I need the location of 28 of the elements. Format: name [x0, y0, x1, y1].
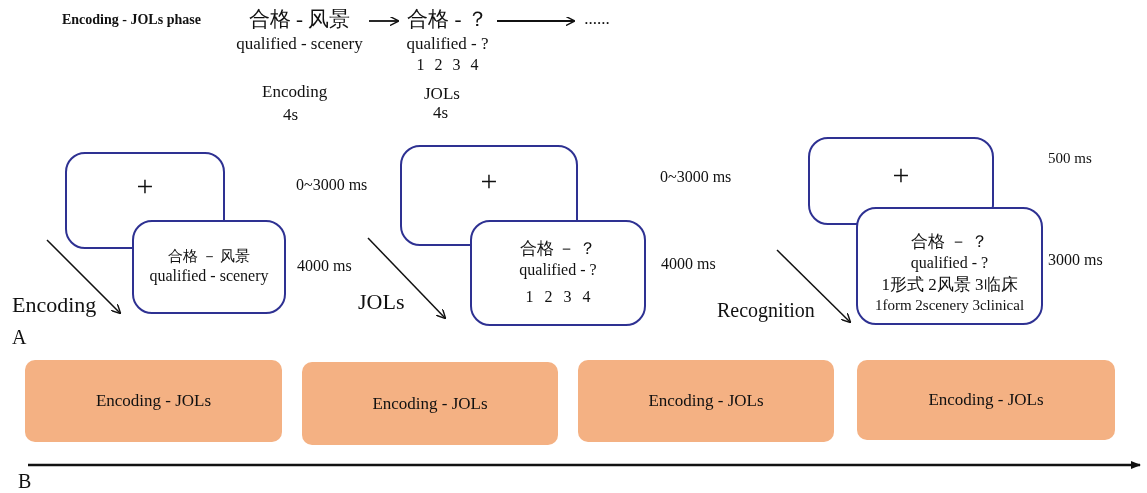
word-pair: 合格 - 风景 qualified - scenery [232, 6, 367, 60]
duration-label: 0~3000 ms [296, 176, 368, 194]
phase-box: Encoding - JOLs [25, 360, 282, 442]
duration-label: 4s [283, 105, 299, 125]
duration-label: 500 ms [1048, 150, 1092, 167]
phase-label: Encoding [262, 82, 328, 102]
phase-box: Encoding - JOLs [302, 362, 558, 445]
phase-box: Encoding - JOLs [857, 360, 1115, 440]
phase-label: Recognition [717, 299, 815, 322]
phase-label: JOLs [358, 289, 405, 315]
arrow [496, 15, 576, 27]
panel-letter: A [12, 326, 27, 349]
ellipsis: ...... [576, 8, 618, 32]
phase-label: JOLs [424, 84, 460, 104]
duration-label: 3000 ms [1048, 251, 1103, 269]
heading: Encoding - JOLs phase [62, 12, 201, 28]
duration-label: 4000 ms [661, 255, 716, 273]
panel-letter: B [18, 470, 32, 493]
word-pair: 合格 - ？ qualified - ? 1 2 3 4 [400, 6, 495, 84]
phase-label: Encoding [12, 292, 97, 318]
stimulus-dialog: 合格 － ？ qualified - ? 1形式 2风景 3临床 1form 2scenery 3clinical [856, 207, 1043, 325]
duration-label: 4000 ms [297, 257, 352, 275]
phase-box: Encoding - JOLs [578, 360, 834, 442]
arrow [368, 15, 400, 27]
stimulus-dialog: 合格 － 风景 qualified - scenery [132, 220, 286, 314]
stimulus-dialog: 合格 － ？ qualified - ? 1 2 3 4 [470, 220, 646, 326]
duration-label: 4s [433, 103, 449, 123]
duration-label: 0~3000 ms [660, 168, 732, 186]
